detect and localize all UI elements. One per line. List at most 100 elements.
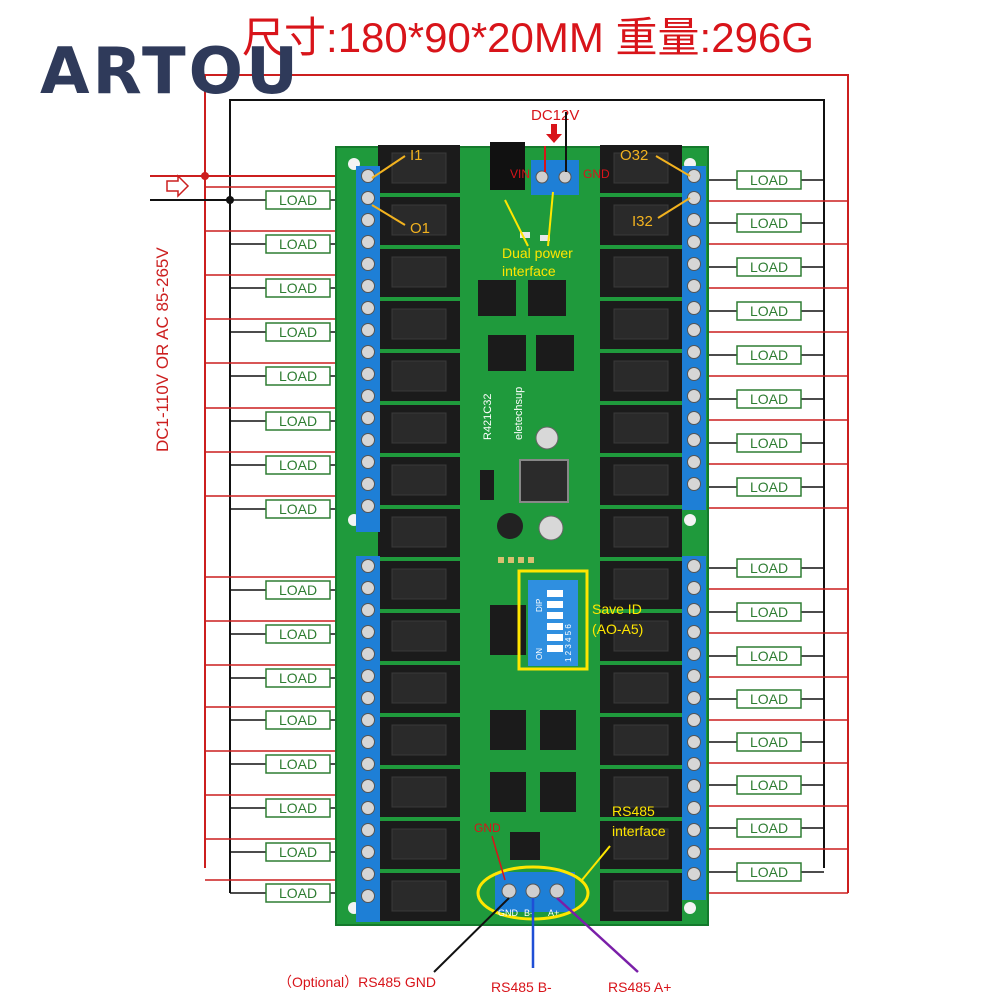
dip-on-text: ON <box>535 648 544 660</box>
rs485-b-screw <box>525 883 541 899</box>
terminal-screw <box>361 389 375 403</box>
rs485-interface-line1: RS485 <box>612 803 655 819</box>
terminal-screw <box>687 389 701 403</box>
load-box <box>736 558 802 578</box>
relay-label <box>613 880 669 912</box>
relay-label <box>391 412 447 444</box>
terminal-screw <box>687 867 701 881</box>
load-box <box>265 710 331 730</box>
terminal-screw <box>361 169 375 183</box>
load-box <box>265 883 331 903</box>
terminal-screw <box>361 455 375 469</box>
terminal-screw <box>361 411 375 425</box>
terminal-screw <box>687 713 701 727</box>
relay-label <box>613 360 669 392</box>
rs485-b-pin: B- <box>524 908 533 918</box>
terminal-screw <box>687 235 701 249</box>
terminal-screw <box>687 669 701 683</box>
terminal-screw <box>687 757 701 771</box>
load-box <box>736 862 802 882</box>
terminal-blocks <box>356 166 706 922</box>
load-box <box>736 689 802 709</box>
terminal-screw <box>687 279 701 293</box>
terminal-screw <box>361 867 375 881</box>
load-label: LOAD <box>750 864 788 880</box>
terminal-screw <box>361 191 375 205</box>
load-box <box>265 322 331 342</box>
relay-label <box>391 724 447 756</box>
dip-switch: ON DIP 1 2 3 4 5 6 <box>528 580 578 666</box>
terminal-screw <box>687 625 701 639</box>
rs485-interface-line2: interface <box>612 823 666 839</box>
status-led <box>540 235 550 241</box>
ic-chip <box>510 832 540 860</box>
load-label: LOAD <box>750 215 788 231</box>
relay-label <box>391 568 447 600</box>
load-label: LOAD <box>750 435 788 451</box>
load-box <box>736 732 802 752</box>
load-box <box>736 433 802 453</box>
load-box <box>265 411 331 431</box>
ic-chip <box>540 772 576 812</box>
load-label: LOAD <box>750 303 788 319</box>
terminal-screw <box>687 213 701 227</box>
dip-lever <box>547 623 563 630</box>
dip-levers <box>547 590 563 652</box>
rs485-a-screw <box>549 883 565 899</box>
terminal-screw <box>687 191 701 205</box>
pin <box>518 557 524 563</box>
relay-label <box>391 880 447 912</box>
annotations: 尺寸:180*90*20MM 重量:296G ARTOU DC1-110V OR… <box>40 14 814 995</box>
board-model-text: R421C32 <box>482 394 494 440</box>
dual-power-pointer <box>547 191 554 247</box>
terminal-screw <box>687 169 701 183</box>
relay-label <box>613 620 669 652</box>
dual-power-line1: Dual power <box>502 245 573 261</box>
terminal-screw <box>687 779 701 793</box>
load-box <box>736 170 802 190</box>
load-box <box>265 798 331 818</box>
ic-chip <box>478 280 516 316</box>
load-label: LOAD <box>279 756 317 772</box>
relay-label <box>391 620 447 652</box>
dc-jack <box>490 142 525 190</box>
save-id-line2: (AO-A5) <box>592 621 643 637</box>
input-arrow-icon <box>166 174 190 198</box>
rs485-a-caption: RS485 A+ <box>608 979 671 995</box>
terminal-screw <box>361 735 375 749</box>
load-label: LOAD <box>279 626 317 642</box>
terminal-screw <box>687 735 701 749</box>
terminal-screw <box>361 367 375 381</box>
ic-chip <box>540 710 576 750</box>
outer-black-wire <box>229 99 825 868</box>
rs485-a-lead <box>556 897 639 973</box>
load-label: LOAD <box>750 820 788 836</box>
load-label: LOAD <box>279 501 317 517</box>
relay-label-pointer <box>371 155 406 179</box>
terminal-screw <box>687 559 701 573</box>
load-label: LOAD <box>279 192 317 208</box>
relay-label <box>391 308 447 340</box>
load-box <box>736 477 802 497</box>
load-box <box>736 602 802 622</box>
rs485-gnd-screw <box>501 883 517 899</box>
terminal-screw <box>361 801 375 815</box>
load-label: LOAD <box>750 259 788 275</box>
load-label: LOAD <box>750 777 788 793</box>
capacitor <box>535 426 559 450</box>
load-label: LOAD <box>279 280 317 296</box>
gnd-label: GND <box>583 167 610 181</box>
terminal-screw <box>361 279 375 293</box>
load-label: LOAD <box>750 347 788 363</box>
relay-label <box>391 256 447 288</box>
load-box <box>736 301 802 321</box>
load-label: LOAD <box>279 368 317 384</box>
pin <box>498 557 504 563</box>
terminal-screw <box>687 301 701 315</box>
terminal-screw <box>361 889 375 903</box>
ic-chip <box>488 335 526 371</box>
terminal-screw <box>687 581 701 595</box>
relay-label <box>613 776 669 808</box>
terminal-screw <box>361 323 375 337</box>
load-box <box>736 389 802 409</box>
